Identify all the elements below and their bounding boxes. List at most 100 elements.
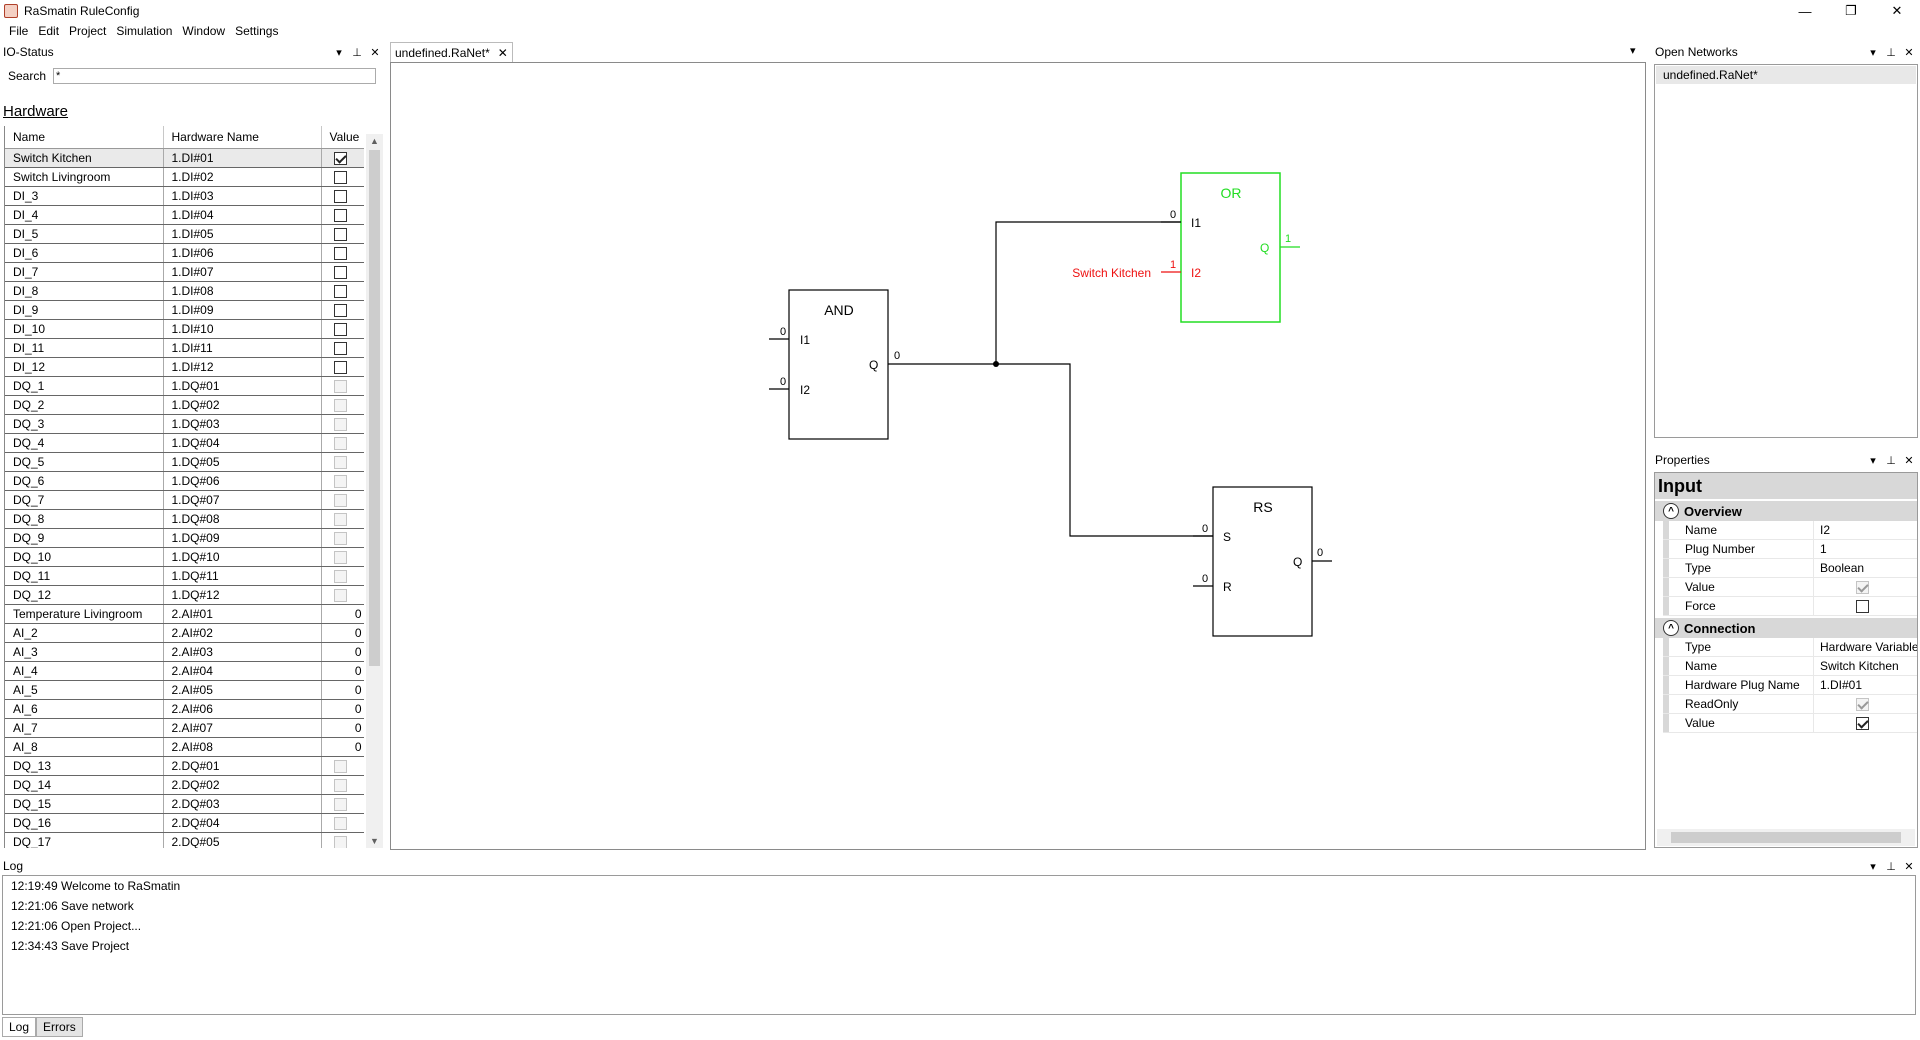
- property-section-overview[interactable]: ^Overview: [1655, 501, 1917, 521]
- collapse-icon[interactable]: ^: [1663, 503, 1679, 519]
- property-value[interactable]: 1.DI#01: [1813, 676, 1917, 694]
- network-canvas[interactable]: AND I1 I2 Q 0 0 0 OR I1 I2 Q 0 1 1 Switc…: [390, 62, 1646, 850]
- rs-block[interactable]: RS S R Q 0 0 0: [1193, 486, 1332, 637]
- value-number[interactable]: 0: [354, 701, 362, 716]
- scroll-down-icon[interactable]: ▼: [370, 836, 379, 846]
- scroll-thumb[interactable]: [369, 150, 380, 666]
- close-icon[interactable]: ✕: [1904, 454, 1914, 467]
- properties-scrollbar[interactable]: [1657, 829, 1915, 846]
- or-i2-connection-label[interactable]: Switch Kitchen: [1072, 266, 1151, 280]
- column-header-hardware-name[interactable]: Hardware Name: [163, 126, 322, 149]
- value-checkbox[interactable]: [333, 246, 347, 260]
- close-icon[interactable]: ✕: [1904, 860, 1914, 873]
- property-section-connection[interactable]: ^Connection: [1655, 618, 1917, 638]
- value-checkbox[interactable]: [333, 341, 347, 355]
- property-checkbox-cell[interactable]: [1813, 578, 1917, 596]
- restore-button[interactable]: ❐: [1845, 3, 1857, 18]
- value-checkbox[interactable]: [333, 303, 347, 317]
- value-checkbox[interactable]: [333, 265, 347, 279]
- scroll-thumb[interactable]: [1671, 832, 1901, 843]
- property-checkbox[interactable]: [1856, 600, 1869, 614]
- pin-icon[interactable]: ⊥: [352, 46, 362, 59]
- pin-icon[interactable]: ⊥: [1886, 454, 1896, 467]
- value-number[interactable]: 0: [354, 606, 362, 621]
- value-number[interactable]: 0: [354, 644, 362, 659]
- property-value[interactable]: Boolean: [1813, 559, 1917, 577]
- pin-icon[interactable]: ⊥: [1886, 46, 1896, 59]
- property-checkbox-cell[interactable]: [1813, 597, 1917, 615]
- value-number[interactable]: 0: [354, 720, 362, 735]
- menu-file[interactable]: File: [9, 24, 29, 38]
- value-checkbox[interactable]: [333, 151, 347, 165]
- close-icon[interactable]: ✕: [370, 46, 380, 59]
- close-window-button[interactable]: ✕: [1891, 3, 1903, 18]
- log-output[interactable]: 12:19:49 Welcome to RaSmatin 12:21:06 Sa…: [2, 875, 1916, 1015]
- tab-network[interactable]: undefined.RaNet* ✕: [390, 42, 513, 62]
- property-value[interactable]: Hardware Variable: [1813, 638, 1917, 656]
- dropdown-icon[interactable]: ▾: [1870, 454, 1876, 467]
- property-row[interactable]: Value: [1663, 714, 1917, 733]
- list-item[interactable]: undefined.RaNet*: [1656, 66, 1916, 84]
- tab-errors[interactable]: Errors: [36, 1017, 83, 1037]
- wire-junction-to-or-i1[interactable]: [995, 221, 1181, 364]
- property-checkbox-cell[interactable]: [1813, 695, 1917, 713]
- document-menu-icon[interactable]: ▾: [1630, 45, 1636, 57]
- or-block[interactable]: OR I1 I2 Q 0 1 1 Switch Kitchen: [1072, 172, 1300, 323]
- value-checkbox[interactable]: [333, 360, 347, 374]
- menu-project[interactable]: Project: [69, 24, 107, 38]
- property-value[interactable]: I2: [1813, 521, 1917, 539]
- value-checkbox[interactable]: [333, 284, 347, 298]
- wire-junction-to-rs-s[interactable]: [996, 363, 1213, 537]
- column-header-value[interactable]: Value: [321, 126, 364, 149]
- minimize-button[interactable]: —: [1798, 3, 1812, 19]
- property-value[interactable]: 1: [1813, 540, 1917, 558]
- property-row[interactable]: ReadOnly: [1663, 695, 1917, 714]
- menu-simulation[interactable]: Simulation: [116, 24, 173, 38]
- search-input[interactable]: *: [53, 68, 376, 84]
- value-checkbox[interactable]: [333, 322, 347, 336]
- property-row[interactable]: Value: [1663, 578, 1917, 597]
- close-tab-icon[interactable]: ✕: [497, 45, 508, 60]
- dropdown-icon[interactable]: ▾: [1870, 860, 1876, 873]
- pin-icon[interactable]: ⊥: [1886, 860, 1896, 873]
- property-value[interactable]: Switch Kitchen: [1813, 657, 1917, 675]
- collapse-icon[interactable]: ^: [1663, 620, 1679, 636]
- menu-edit[interactable]: Edit: [38, 24, 60, 38]
- close-icon[interactable]: ✕: [1904, 46, 1914, 59]
- property-checkbox-cell[interactable]: [1813, 714, 1917, 732]
- hardware-section-label[interactable]: Hardware: [3, 103, 69, 120]
- value-checkbox[interactable]: [333, 170, 347, 184]
- value-checkbox[interactable]: [333, 208, 347, 222]
- dropdown-icon[interactable]: ▾: [1870, 46, 1876, 59]
